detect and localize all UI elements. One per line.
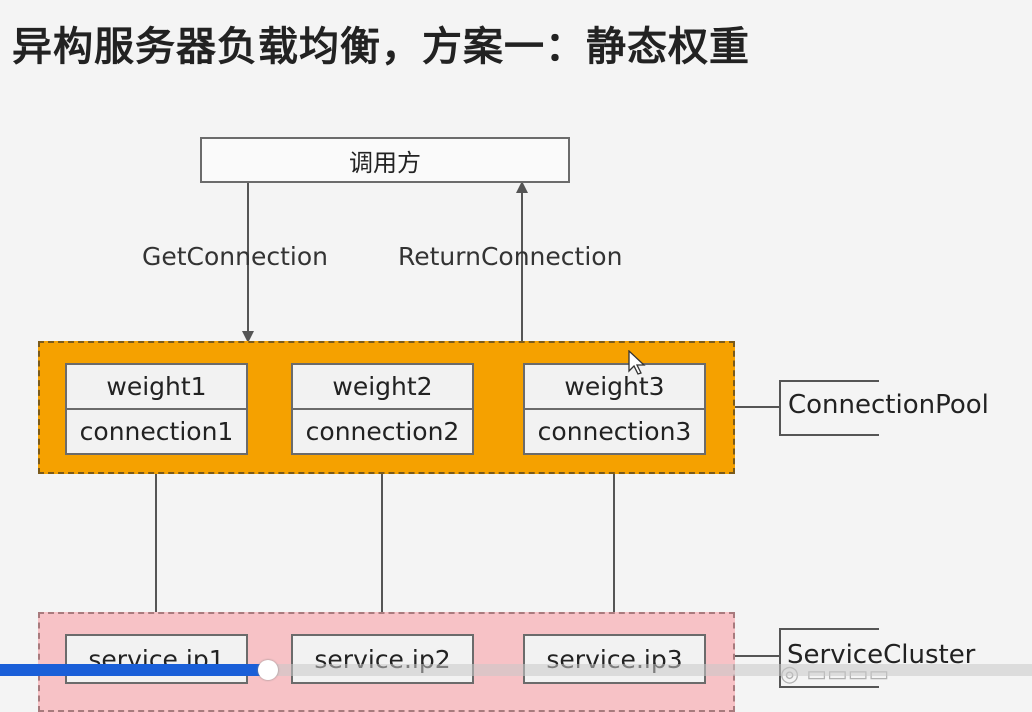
pool-node-3: weight3 connection3 — [523, 363, 706, 455]
caller-box: 调用方 — [200, 137, 570, 183]
connection-cell: connection1 — [67, 408, 246, 453]
progress-knob[interactable] — [258, 660, 279, 680]
weight-cell: weight1 — [106, 372, 207, 401]
service-node-2: service.ip2 — [291, 634, 474, 684]
weight-cell: weight3 — [564, 372, 665, 401]
page-title: 异构服务器负载均衡，方案一：静态权重 — [12, 24, 750, 70]
connection-cell: connection2 — [293, 408, 472, 453]
cluster-bracket — [779, 628, 879, 688]
pool-node-1: weight1 connection1 — [65, 363, 248, 455]
pool-node-2: weight2 connection2 — [291, 363, 474, 455]
service-node-3: service.ip3 — [523, 634, 706, 684]
connection-pool-label: ConnectionPool — [788, 390, 989, 420]
weight-cell: weight2 — [332, 372, 433, 401]
progress-fill — [0, 664, 269, 676]
service-node-1: service.ip1 — [65, 634, 248, 684]
get-connection-label: GetConnection — [142, 242, 329, 271]
connection-cell: connection3 — [525, 408, 704, 453]
pool-bracket — [779, 380, 879, 436]
return-connection-label: ReturnConnection — [398, 242, 623, 271]
caller-label: 调用方 — [349, 148, 421, 177]
mouse-cursor-icon — [628, 350, 646, 375]
video-progress-bar[interactable] — [0, 660, 1032, 680]
